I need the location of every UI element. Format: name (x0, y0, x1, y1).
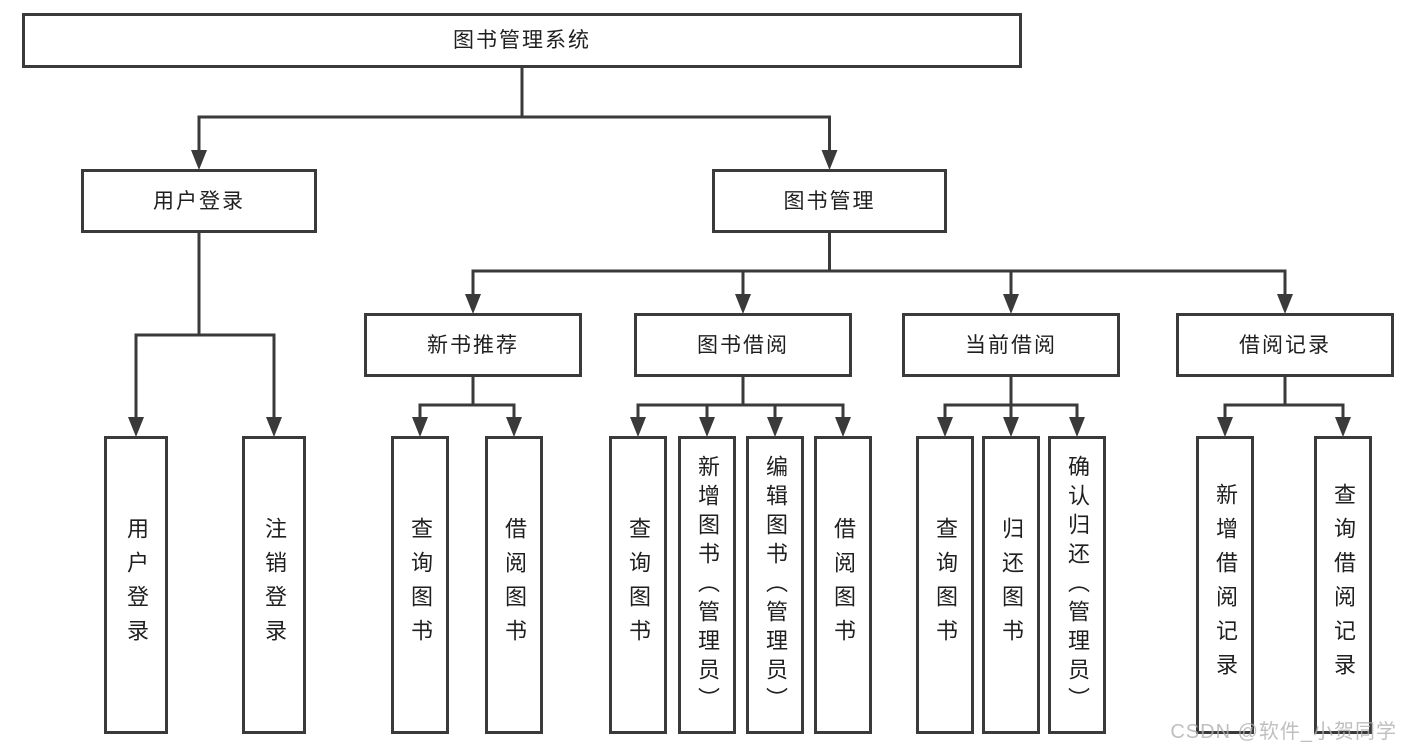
node-leaf-add-borrow-record-label: 新增借阅记录 (1213, 483, 1238, 687)
node-leaf-query-borrow-record-label: 查询借阅记录 (1331, 483, 1356, 687)
node-leaf-query-books-2-label: 查询图书 (626, 517, 651, 653)
arrowhead-icon (266, 417, 282, 437)
node-leaf-user-login-label: 用户登录 (124, 517, 149, 653)
node-current-borrowing-label: 当前借阅 (965, 333, 1057, 357)
arrowhead-icon (699, 417, 715, 437)
node-book-borrowing-label: 图书借阅 (697, 333, 789, 357)
arrowhead-icon (821, 150, 838, 170)
edge-root-to-level1 (197, 68, 831, 156)
node-leaf-return-books-label: 归还图书 (999, 517, 1024, 653)
node-book-management: 图书管理 (712, 169, 947, 233)
node-new-book-recommend-label: 新书推荐 (427, 333, 519, 357)
arrowhead-icon (735, 294, 751, 314)
node-leaf-query-books-3: 查询图书 (916, 436, 974, 734)
arrowhead-icon (835, 417, 851, 437)
arrowhead-icon (1003, 294, 1019, 314)
arrowhead-icon (506, 417, 522, 437)
node-root-label: 图书管理系统 (453, 29, 591, 52)
node-root: 图书管理系统 (22, 13, 1022, 68)
csdn-watermark: CSDN @软件_小贺同学 (1170, 721, 1397, 743)
edge-current-borrowing-to-leaves (943, 377, 1079, 423)
node-leaf-query-books-1-label: 查询图书 (408, 517, 433, 653)
node-leaf-borrow-books-1-label: 借阅图书 (502, 517, 527, 653)
node-leaf-query-books-2: 查询图书 (609, 436, 667, 734)
node-current-borrowing: 当前借阅 (902, 313, 1120, 377)
arrowhead-icon (465, 294, 481, 314)
arrowhead-icon (1069, 417, 1085, 437)
node-leaf-edit-books-admin-label: 编辑图书（管理员） (763, 454, 788, 716)
node-book-borrowing: 图书借阅 (634, 313, 852, 377)
node-leaf-borrow-books-1: 借阅图书 (485, 436, 543, 734)
node-borrow-records-label: 借阅记录 (1239, 333, 1331, 357)
arrowhead-icon (1003, 417, 1019, 437)
edge-borrow-records-to-leaves (1223, 377, 1345, 423)
node-leaf-user-login: 用户登录 (104, 436, 168, 734)
node-user-login-label: 用户登录 (153, 189, 245, 213)
node-book-management-label: 图书管理 (783, 189, 876, 213)
node-user-login: 用户登录 (81, 169, 317, 233)
arrowhead-icon (937, 417, 953, 437)
node-leaf-logout-label: 注销登录 (262, 517, 287, 653)
arrowhead-icon (767, 417, 783, 437)
edge-book-borrowing-to-leaves (636, 377, 845, 423)
node-leaf-query-books-1: 查询图书 (391, 436, 449, 734)
node-leaf-add-borrow-record: 新增借阅记录 (1196, 436, 1254, 734)
node-leaf-borrow-books-2-label: 借阅图书 (831, 517, 856, 653)
node-leaf-return-books: 归还图书 (982, 436, 1040, 734)
node-leaf-query-books-3-label: 查询图书 (933, 517, 958, 653)
node-leaf-borrow-books-2: 借阅图书 (814, 436, 872, 734)
edge-new-book-recommend-to-leaves (418, 377, 516, 423)
node-leaf-confirm-return-admin: 确认归还（管理员） (1048, 436, 1106, 734)
node-new-book-recommend: 新书推荐 (364, 313, 582, 377)
arrowhead-icon (191, 150, 207, 170)
node-leaf-add-books-admin-label: 新增图书（管理员） (695, 454, 720, 716)
arrowhead-icon (412, 417, 428, 437)
node-leaf-confirm-return-admin-label: 确认归还（管理员） (1065, 454, 1090, 716)
arrowhead-icon (128, 417, 144, 437)
edge-book-management-to-level2 (471, 233, 1287, 300)
arrowhead-icon (1277, 294, 1293, 314)
node-leaf-logout: 注销登录 (242, 436, 306, 734)
arrowhead-icon (1335, 417, 1351, 437)
node-leaf-query-borrow-record: 查询借阅记录 (1314, 436, 1372, 734)
node-borrow-records: 借阅记录 (1176, 313, 1394, 377)
node-leaf-edit-books-admin: 编辑图书（管理员） (746, 436, 804, 734)
node-leaf-add-books-admin: 新增图书（管理员） (678, 436, 736, 734)
arrowhead-icon (630, 417, 646, 437)
arrowhead-icon (1217, 417, 1233, 437)
edge-user-login-to-leaves (134, 233, 276, 423)
